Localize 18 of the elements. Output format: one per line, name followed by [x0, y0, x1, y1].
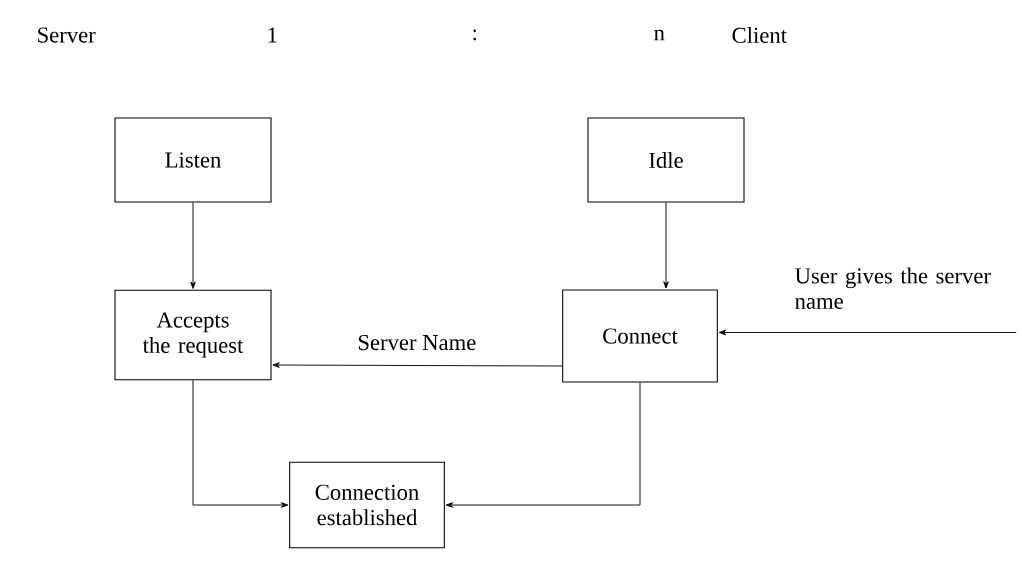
- arrow: [272, 362, 563, 368]
- input-text: User gives the server name: [795, 267, 991, 309]
- process-box: Connect: [562, 289, 718, 383]
- header-label: n: [654, 29, 665, 41]
- header-label: Client: [732, 27, 787, 43]
- arrow: [718, 329, 1017, 336]
- process-box: Connection established: [289, 461, 445, 549]
- arrow: [663, 202, 669, 289]
- arrow: [445, 382, 641, 508]
- edge-label: Server Name: [356, 333, 478, 352]
- process-box: Idle: [587, 117, 745, 203]
- header-label: Server: [38, 27, 96, 43]
- process-box: Accepts the request: [114, 289, 272, 381]
- arrow: [192, 379, 289, 508]
- process-box: Listen: [114, 117, 272, 203]
- arrow: [190, 202, 196, 289]
- header-label: 1: [268, 27, 277, 43]
- header-label: :: [473, 29, 477, 41]
